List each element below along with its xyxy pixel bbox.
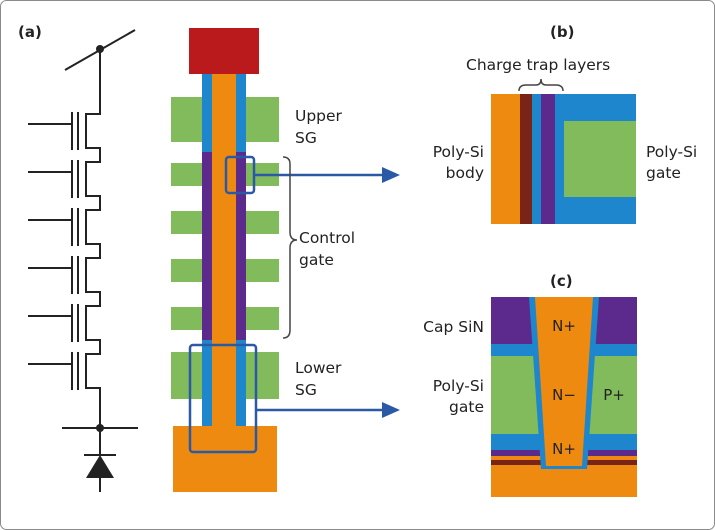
nitride-trap-layer [541, 94, 555, 224]
lower-sg-label: SG [295, 381, 317, 399]
poly-si-channel [212, 74, 236, 426]
trap-layers-brace [518, 78, 564, 92]
poly-si-body-label: Poly-Si [433, 143, 484, 161]
circuit-schematic [28, 29, 138, 492]
detail-c [491, 297, 637, 497]
cap-sin-label: Cap SiN [423, 318, 484, 336]
n-plus-top-label: N+ [552, 317, 576, 335]
transistor-chain [85, 100, 101, 428]
panel-label-a: (a) [18, 23, 42, 41]
p-plus-label: P+ [603, 386, 625, 404]
poly-si-gate-layer [564, 121, 636, 197]
poly-si-gate-label: gate [449, 398, 484, 416]
poly-si-gate-label: gate [646, 164, 681, 182]
control-gate-label: gate [299, 251, 334, 269]
detail-b [491, 78, 636, 224]
source-plate [173, 426, 277, 492]
poly-si-gate-label: Poly-Si [433, 377, 484, 395]
control-gate-label: Control [299, 229, 355, 247]
upper-sg-label: SG [295, 129, 317, 147]
word-lines [28, 112, 79, 390]
lower-sg-label: Lower [295, 359, 342, 377]
charge-trap-strip [236, 152, 246, 340]
charge-trap-label: Charge trap layers [466, 56, 610, 74]
diode-triangle [86, 455, 114, 478]
panel-label-b: (b) [550, 23, 574, 41]
poly-si-body-layer [491, 94, 520, 224]
trap-layer-blue [532, 94, 541, 224]
charge-trap-strip [202, 152, 212, 340]
poly-si-channel [535, 297, 593, 466]
n-minus-label: N− [552, 386, 576, 404]
bit-line-contact [189, 28, 259, 74]
arrow-head [382, 167, 400, 183]
n-plus-bottom-label: N+ [552, 440, 576, 458]
poly-si-body-label: body [446, 164, 484, 182]
tunnel-oxide-layer [520, 94, 532, 224]
panel-label-c: (c) [550, 272, 573, 290]
arrow-head [382, 402, 400, 418]
control-gate-brace [282, 156, 298, 339]
poly-si-gate-label: Poly-Si [646, 143, 697, 161]
upper-sg-label: Upper [295, 107, 343, 125]
trap-layer-blue [555, 94, 564, 224]
vertical-string-cross-section [171, 28, 400, 492]
zoom-box-c [188, 343, 258, 454]
